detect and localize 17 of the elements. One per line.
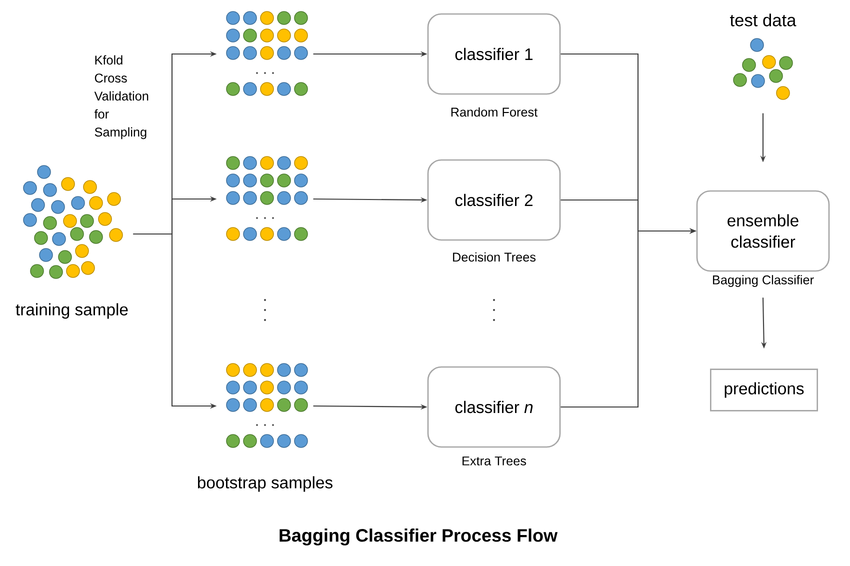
- caption-text: test data: [730, 14, 796, 26]
- caption-text: Random Forest: [451, 107, 538, 117]
- caption-text: Bagging Classifier: [713, 275, 814, 287]
- caption-text: bootstrap samples: [198, 476, 332, 492]
- classifier-box: classifier 2: [427, 159, 561, 241]
- dot-grid-drawing: [226, 156, 308, 241]
- caption-text: Decision Trees: [453, 252, 536, 262]
- caption-text: training sample: [16, 303, 128, 319]
- caption: Bagging Classifier Process Flow: [280, 528, 558, 546]
- output-box: predictions: [710, 368, 818, 412]
- dot-grid-drawing: [226, 363, 308, 448]
- classifier-box: classifier 1: [427, 13, 561, 95]
- ensemble-box: ensemble classifier: [696, 190, 830, 272]
- dot-grid-drawing: [226, 11, 308, 96]
- note-text: Kfold Cross Validation for Sampling: [94, 55, 148, 140]
- classifier-box: classifier n: [427, 366, 561, 448]
- caption-text: Extra Trees: [462, 456, 526, 466]
